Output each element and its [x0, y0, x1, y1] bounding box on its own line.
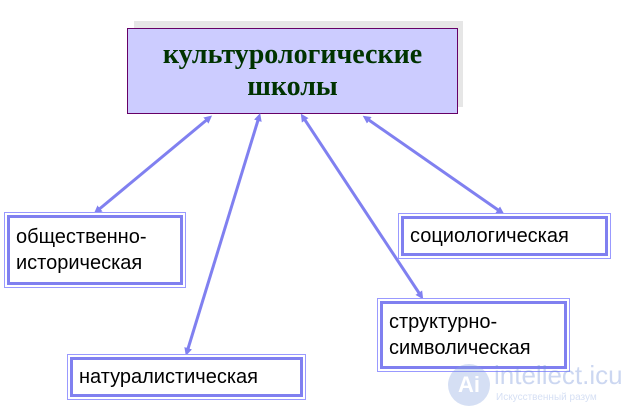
node-label: общественно- историческая [16, 226, 147, 274]
arrow-to-naturalist [184, 113, 262, 356]
node-obshchestvenno: общественно- историческая [4, 212, 186, 288]
node-struktur-inner: структурно- символическая [380, 301, 567, 369]
node-naturalist: натуралистическая [67, 354, 306, 400]
node-naturalist-inner: натуралистическая [70, 357, 303, 397]
title-box: культурологические школы [127, 28, 458, 114]
watermark: Ai intellect.icu Искусственный разум [448, 360, 625, 409]
node-sociolog-inner: социологическая [401, 216, 608, 256]
node-label: натуралистическая [79, 366, 258, 388]
node-struktur: структурно- символическая [377, 298, 570, 372]
arrow-to-obshchestvenno [93, 115, 213, 214]
watermark-logo-icon: Ai [448, 364, 490, 406]
arrow-to-sociolog [362, 115, 505, 215]
title-text: культурологические школы [162, 39, 423, 102]
watermark-tagline: Искусственный разум [496, 392, 597, 403]
watermark-brand: intellect.icu [494, 360, 623, 390]
arrow-to-struktur [300, 113, 424, 300]
node-obshchestvenno-inner: общественно- историческая [7, 215, 183, 285]
node-sociolog: социологическая [398, 213, 611, 259]
node-label: социологическая [410, 225, 569, 247]
node-label: структурно- символическая [389, 311, 531, 359]
